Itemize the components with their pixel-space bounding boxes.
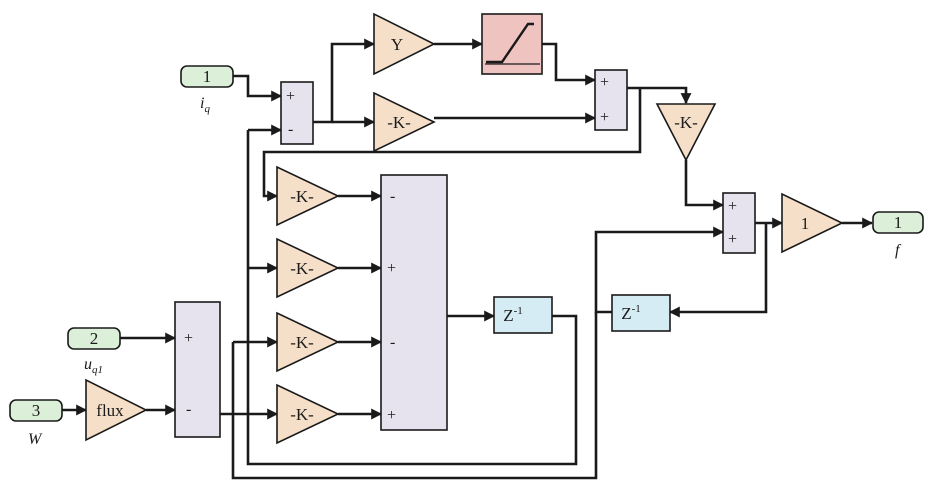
wire-iq-to-sum1 [233,74,283,102]
gain-block-unity[interactable]: 1 [781,192,844,254]
sum4-plus-sign: + [184,330,193,347]
wire-delay1-feedback [246,130,578,466]
sum2-plus-sign-top: + [600,74,609,91]
gain-block-k3[interactable]: -K- [276,311,340,373]
saturation-curve-icon [486,22,534,64]
inport-uq1-label: uq1 [84,356,103,376]
inport-iq-label: iq [200,95,210,115]
unit-delay-2-label: Z-1 [621,303,641,323]
gain-k-down-label: -K- [674,113,698,132]
signal-wires [62,38,874,480]
unit-delay-1-label: Z-1 [503,305,523,325]
inport-iq[interactable]: 1 [180,65,234,88]
wire-feedback-to-delay2 [668,223,768,318]
gain-flux-label: flux [96,401,124,420]
gain-y-label: Y [391,35,403,54]
gain-k3-label: -K- [290,333,314,352]
sum1-plus-sign: + [286,88,295,105]
bigsum-plus-sign-1: + [387,260,396,277]
bigsum-minus-sign-2: - [390,334,395,351]
sum-block-3[interactable]: + + [722,192,756,254]
saturation-block[interactable] [481,13,543,75]
wire-k-down-to-sum3 [684,160,725,211]
inport-uq1-number: 2 [90,329,99,348]
inport-iq-number: 1 [203,67,212,86]
gain-k1-label: -K- [290,187,314,206]
sum3-plus-sign-bottom: + [728,231,737,248]
unit-delay-2[interactable]: Z-1 [611,294,671,332]
sum-block-1[interactable]: + - [280,81,314,145]
inport-uq1[interactable]: 2 [67,327,121,350]
gain-k-top-label: -K- [387,113,411,132]
gain-unity-label: 1 [801,214,810,233]
sum4-minus-sign: - [186,401,191,418]
outport-f-label: f [895,242,902,259]
wire-delay2-bottom-loop [231,312,598,480]
gain-block-k2[interactable]: -K- [276,237,340,299]
sum1-minus-sign: - [288,121,293,138]
wire-delay2-to-sum3 [594,226,725,314]
inport-w[interactable]: 3 [9,399,63,422]
sum3-plus-sign-top: + [728,198,737,215]
gain-k2-label: -K- [290,259,314,278]
gain-block-k-down[interactable]: -K- [655,103,717,162]
unit-delay-1[interactable]: Z-1 [493,296,553,334]
wire-saturation-to-sum2 [542,42,597,86]
gain-block-y[interactable]: Y [373,12,436,76]
big-sum-block[interactable]: - + - + [380,174,448,431]
gain-block-k4[interactable]: -K- [276,383,340,445]
gain-block-k1[interactable]: -K- [276,165,340,227]
wire-sum2-to-k-down [627,86,692,105]
gain-block-flux[interactable]: flux [85,378,148,442]
outport-f-number: 1 [894,213,903,232]
wire-loop-to-k1 [262,88,642,202]
sum2-plus-sign-bottom: + [600,109,609,126]
inport-w-number: 3 [32,401,41,420]
wire-sum1-to-y-gain [313,38,376,124]
sum-block-2[interactable]: + + [594,69,628,131]
gain-k4-label: -K- [290,405,314,424]
inport-w-label: W [28,431,43,448]
outport-f[interactable]: 1 [872,211,924,234]
sum-block-4[interactable]: + - [174,301,221,438]
gain-block-k-top[interactable]: -K- [373,91,436,153]
bigsum-plus-sign-2: + [387,407,396,424]
bigsum-minus-sign-1: - [390,188,395,205]
